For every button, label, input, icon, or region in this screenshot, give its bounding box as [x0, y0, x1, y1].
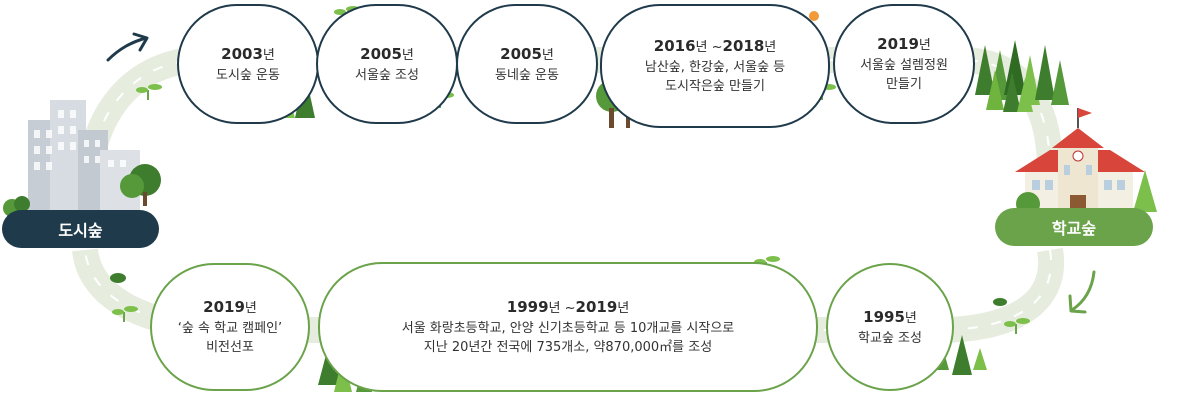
milestone-year: 1999년 ~2019년	[506, 298, 630, 316]
milestone-text: 남산숲, 한강숲, 서울숲 등	[644, 60, 786, 75]
arrow-icon	[1068, 270, 1096, 314]
milestone-text: 지난 20년간 전국에 735개소, 약870,000㎡를 조성	[423, 340, 713, 355]
milestone-text: 도시작은숲 만들기	[665, 79, 765, 94]
milestone-text: 동네숲 운동	[495, 67, 559, 83]
milestone-text: 서울 화랑초등학교, 안양 신기초등학교 등 10개교를 시작으로	[401, 321, 735, 336]
milestone-node: 1995년 학교숲 조성	[826, 263, 954, 391]
city-forest-label: 도시숲	[2, 210, 159, 248]
milestone-year: 2016년 ~2018년	[653, 37, 777, 55]
milestone-node: 2016년 ~2018년 남산숲, 한강숲, 서울숲 등 도시작은숲 만들기	[600, 4, 830, 128]
milestone-year: 2003년	[221, 44, 275, 63]
milestone-node: 2019년 ‘숲 속 학교 캠페인’ 비전선포	[150, 263, 310, 391]
milestone-year: 2019년	[877, 35, 931, 53]
milestone-text: 서울숲 조성	[355, 67, 419, 83]
milestone-text: ‘숲 속 학교 캠페인’	[177, 321, 283, 336]
milestone-year: 2005년	[360, 44, 414, 63]
milestone-node: 2005년 서울숲 조성	[316, 4, 458, 124]
tree-icon	[975, 40, 1069, 112]
milestone-node: 2005년 동네숲 운동	[456, 4, 598, 124]
milestone-text: 서울숲 설렘정원	[860, 58, 948, 73]
milestone-year: 2019년	[203, 298, 257, 316]
milestone-text: 학교숲 조성	[858, 330, 922, 346]
milestone-node: 2003년 도시숲 운동	[177, 4, 319, 124]
arrow-icon	[106, 32, 149, 62]
milestone-text: 비전선포	[206, 340, 254, 355]
milestone-text: 만들기	[886, 77, 922, 92]
milestone-year: 2005년	[500, 44, 554, 63]
milestone-node: 2019년 서울숲 설렘정원 만들기	[833, 4, 975, 124]
school-forest-label: 학교숲	[995, 208, 1153, 246]
building-icon	[28, 100, 140, 215]
milestone-node: 1999년 ~2019년 서울 화랑초등학교, 안양 신기초등학교 등 10개교…	[318, 262, 818, 392]
milestone-text: 도시숲 운동	[216, 67, 280, 83]
tree-icon	[3, 164, 161, 217]
milestone-year: 1995년	[863, 307, 917, 326]
